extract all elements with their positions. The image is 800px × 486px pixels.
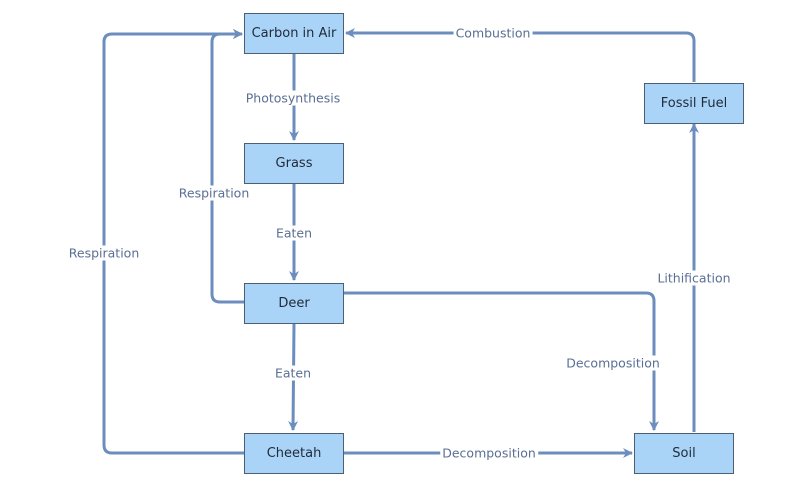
node-grass[interactable]: Grass <box>244 143 344 184</box>
node-deer[interactable]: Deer <box>244 283 344 324</box>
label-eaten-grass-deer: Eaten <box>273 225 315 241</box>
node-fossil-fuel[interactable]: Fossil Fuel <box>644 83 744 124</box>
node-cheetah[interactable]: Cheetah <box>244 433 344 474</box>
node-carbon-in-air[interactable]: Carbon in Air <box>244 13 344 54</box>
label-lithification: Lithification <box>655 270 733 286</box>
label-photosynthesis: Photosynthesis <box>243 90 343 106</box>
label-decomposition-cheetah: Decomposition <box>440 445 538 461</box>
edge-decomposition-deer <box>344 291 659 431</box>
label-eaten-deer-cheetah: Eaten <box>272 365 314 381</box>
edge-respiration-cheetah <box>102 29 244 455</box>
edge-combustion <box>345 28 696 82</box>
label-respiration-cheetah: Respiration <box>66 245 142 261</box>
label-combustion: Combustion <box>453 25 533 41</box>
edge-respiration-deer <box>210 29 244 304</box>
node-soil[interactable]: Soil <box>634 433 734 474</box>
label-respiration-deer: Respiration <box>176 185 252 201</box>
label-decomposition-deer: Decomposition <box>564 355 662 371</box>
